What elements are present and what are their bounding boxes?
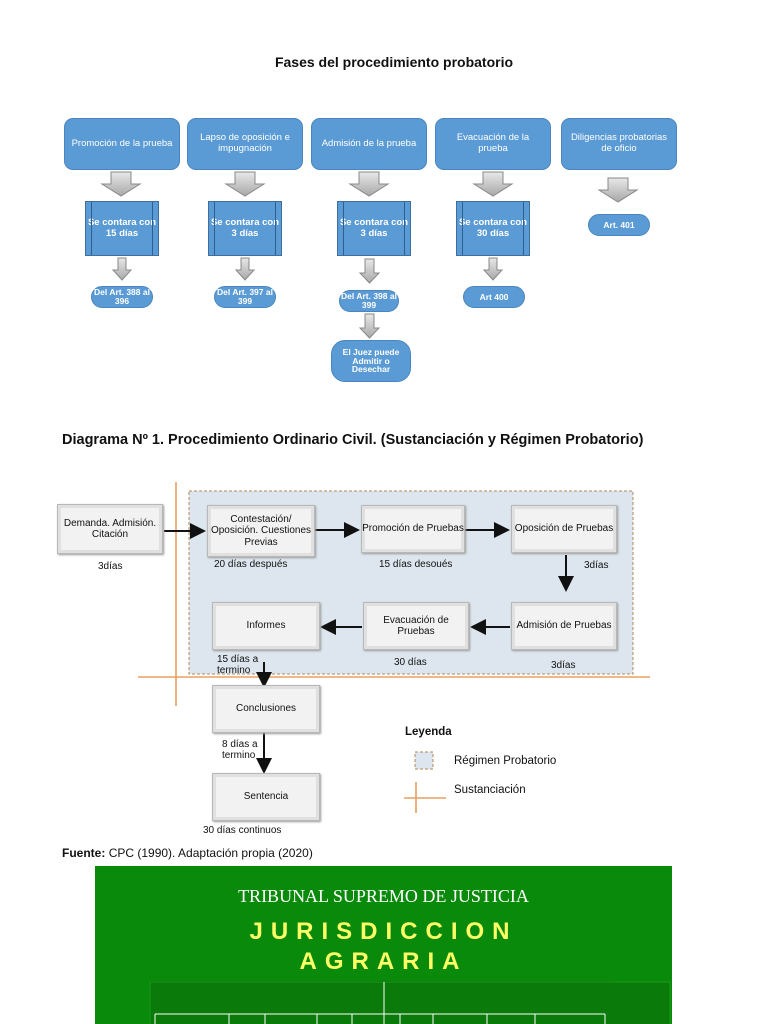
- duration-admision: Se contara con 3 días: [337, 201, 411, 256]
- diagram1-title: Fases del procedimiento probatorio: [274, 54, 514, 70]
- label-informes: 15 días a termino: [217, 654, 259, 676]
- down-arrow-icon: [472, 171, 514, 197]
- phase-oposicion: Lapso de oposición e impugnación: [187, 118, 303, 170]
- label-contestacion: 20 días después: [214, 559, 288, 570]
- banner-agraria: AGRARIA: [299, 948, 468, 975]
- article-evacuacion: Art 400: [463, 286, 525, 308]
- article-admision: Del Art. 398 al 399: [339, 290, 399, 312]
- banner-table-lines: [149, 981, 671, 1024]
- box-informes: Informes: [212, 602, 320, 650]
- tsj-banner: TRIBUNAL SUPREMO DE JUSTICIA JURISDICCIO…: [95, 866, 672, 1024]
- down-arrow-icon: [224, 171, 266, 197]
- phase-evacuacion: Evacuación de la prueba: [435, 118, 551, 170]
- label-demanda: 3días: [98, 561, 123, 572]
- down-arrow-icon: [482, 257, 504, 281]
- legend-sustanciacion-label: Sustanciación: [454, 784, 526, 796]
- box-contestacion: Contestación/ Oposición. Cuestiones Prev…: [207, 505, 315, 557]
- diagram2-title: Diagrama Nº 1. Procedimiento Ordinario C…: [62, 432, 644, 448]
- box-conclusiones: Conclusiones: [212, 685, 320, 733]
- down-arrow-icon: [234, 257, 256, 281]
- source-prefix: Fuente:: [62, 846, 106, 860]
- legend-regimen-swatch: [414, 751, 434, 770]
- down-arrow-icon: [597, 177, 639, 203]
- article-oposicion: Del Art. 397 al 399: [214, 286, 276, 308]
- duration-promocion: Se contara con 15 días: [85, 201, 159, 256]
- phase-admision: Admisión de la prueba: [311, 118, 427, 170]
- phase-diligencias: Diligencias probatorias de oficio: [561, 118, 677, 170]
- legend-title: Leyenda: [405, 726, 452, 738]
- source-text: CPC (1990). Adaptación propia (2020): [108, 846, 313, 860]
- label-oposicion: 3días: [584, 560, 609, 571]
- box-evacuacion: Evacuación de Pruebas: [363, 602, 469, 650]
- down-arrow-icon: [348, 171, 390, 197]
- label-evacuacion: 30 días: [394, 657, 427, 668]
- legend-regimen-label: Régimen Probatorio: [454, 755, 557, 767]
- box-sentencia: Sentencia: [212, 773, 320, 821]
- down-arrow-icon: [358, 258, 381, 284]
- box-demanda: Demanda. Admisión. Citación: [57, 504, 163, 554]
- banner-jurisdiccion: JURISDICCION: [249, 918, 518, 945]
- down-arrow-icon: [111, 257, 133, 281]
- article-diligencias: Art. 401: [588, 214, 650, 236]
- juez-decision: El Juez puede Admitir o Desechar: [331, 340, 411, 382]
- duration-evacuacion: Se contara con 30 días: [456, 201, 530, 256]
- source-note: Fuente: CPC (1990). Adaptación propia (2…: [62, 846, 313, 860]
- box-admision: Admisión de Pruebas: [511, 602, 617, 650]
- article-promocion: Del Art. 388 al 396: [91, 286, 153, 308]
- label-conclusiones: 8 días a termino: [222, 739, 258, 761]
- label-admision: 3días: [551, 660, 576, 671]
- down-arrow-icon: [100, 171, 142, 197]
- banner-tribunal: TRIBUNAL SUPREMO DE JUSTICIA: [238, 886, 529, 906]
- phase-promocion: Promoción de la prueba: [64, 118, 180, 170]
- diagram1-arrows: [100, 171, 639, 339]
- duration-oposicion: Se contara con 3 días: [208, 201, 282, 256]
- down-arrow-icon: [358, 313, 381, 339]
- box-oposicion: Oposición de Pruebas: [511, 505, 617, 553]
- label-sentencia: 30 días continuos: [203, 825, 282, 836]
- label-promocion: 15 días desoués: [379, 559, 453, 570]
- box-promocion: Promoción de Pruebas: [361, 505, 465, 553]
